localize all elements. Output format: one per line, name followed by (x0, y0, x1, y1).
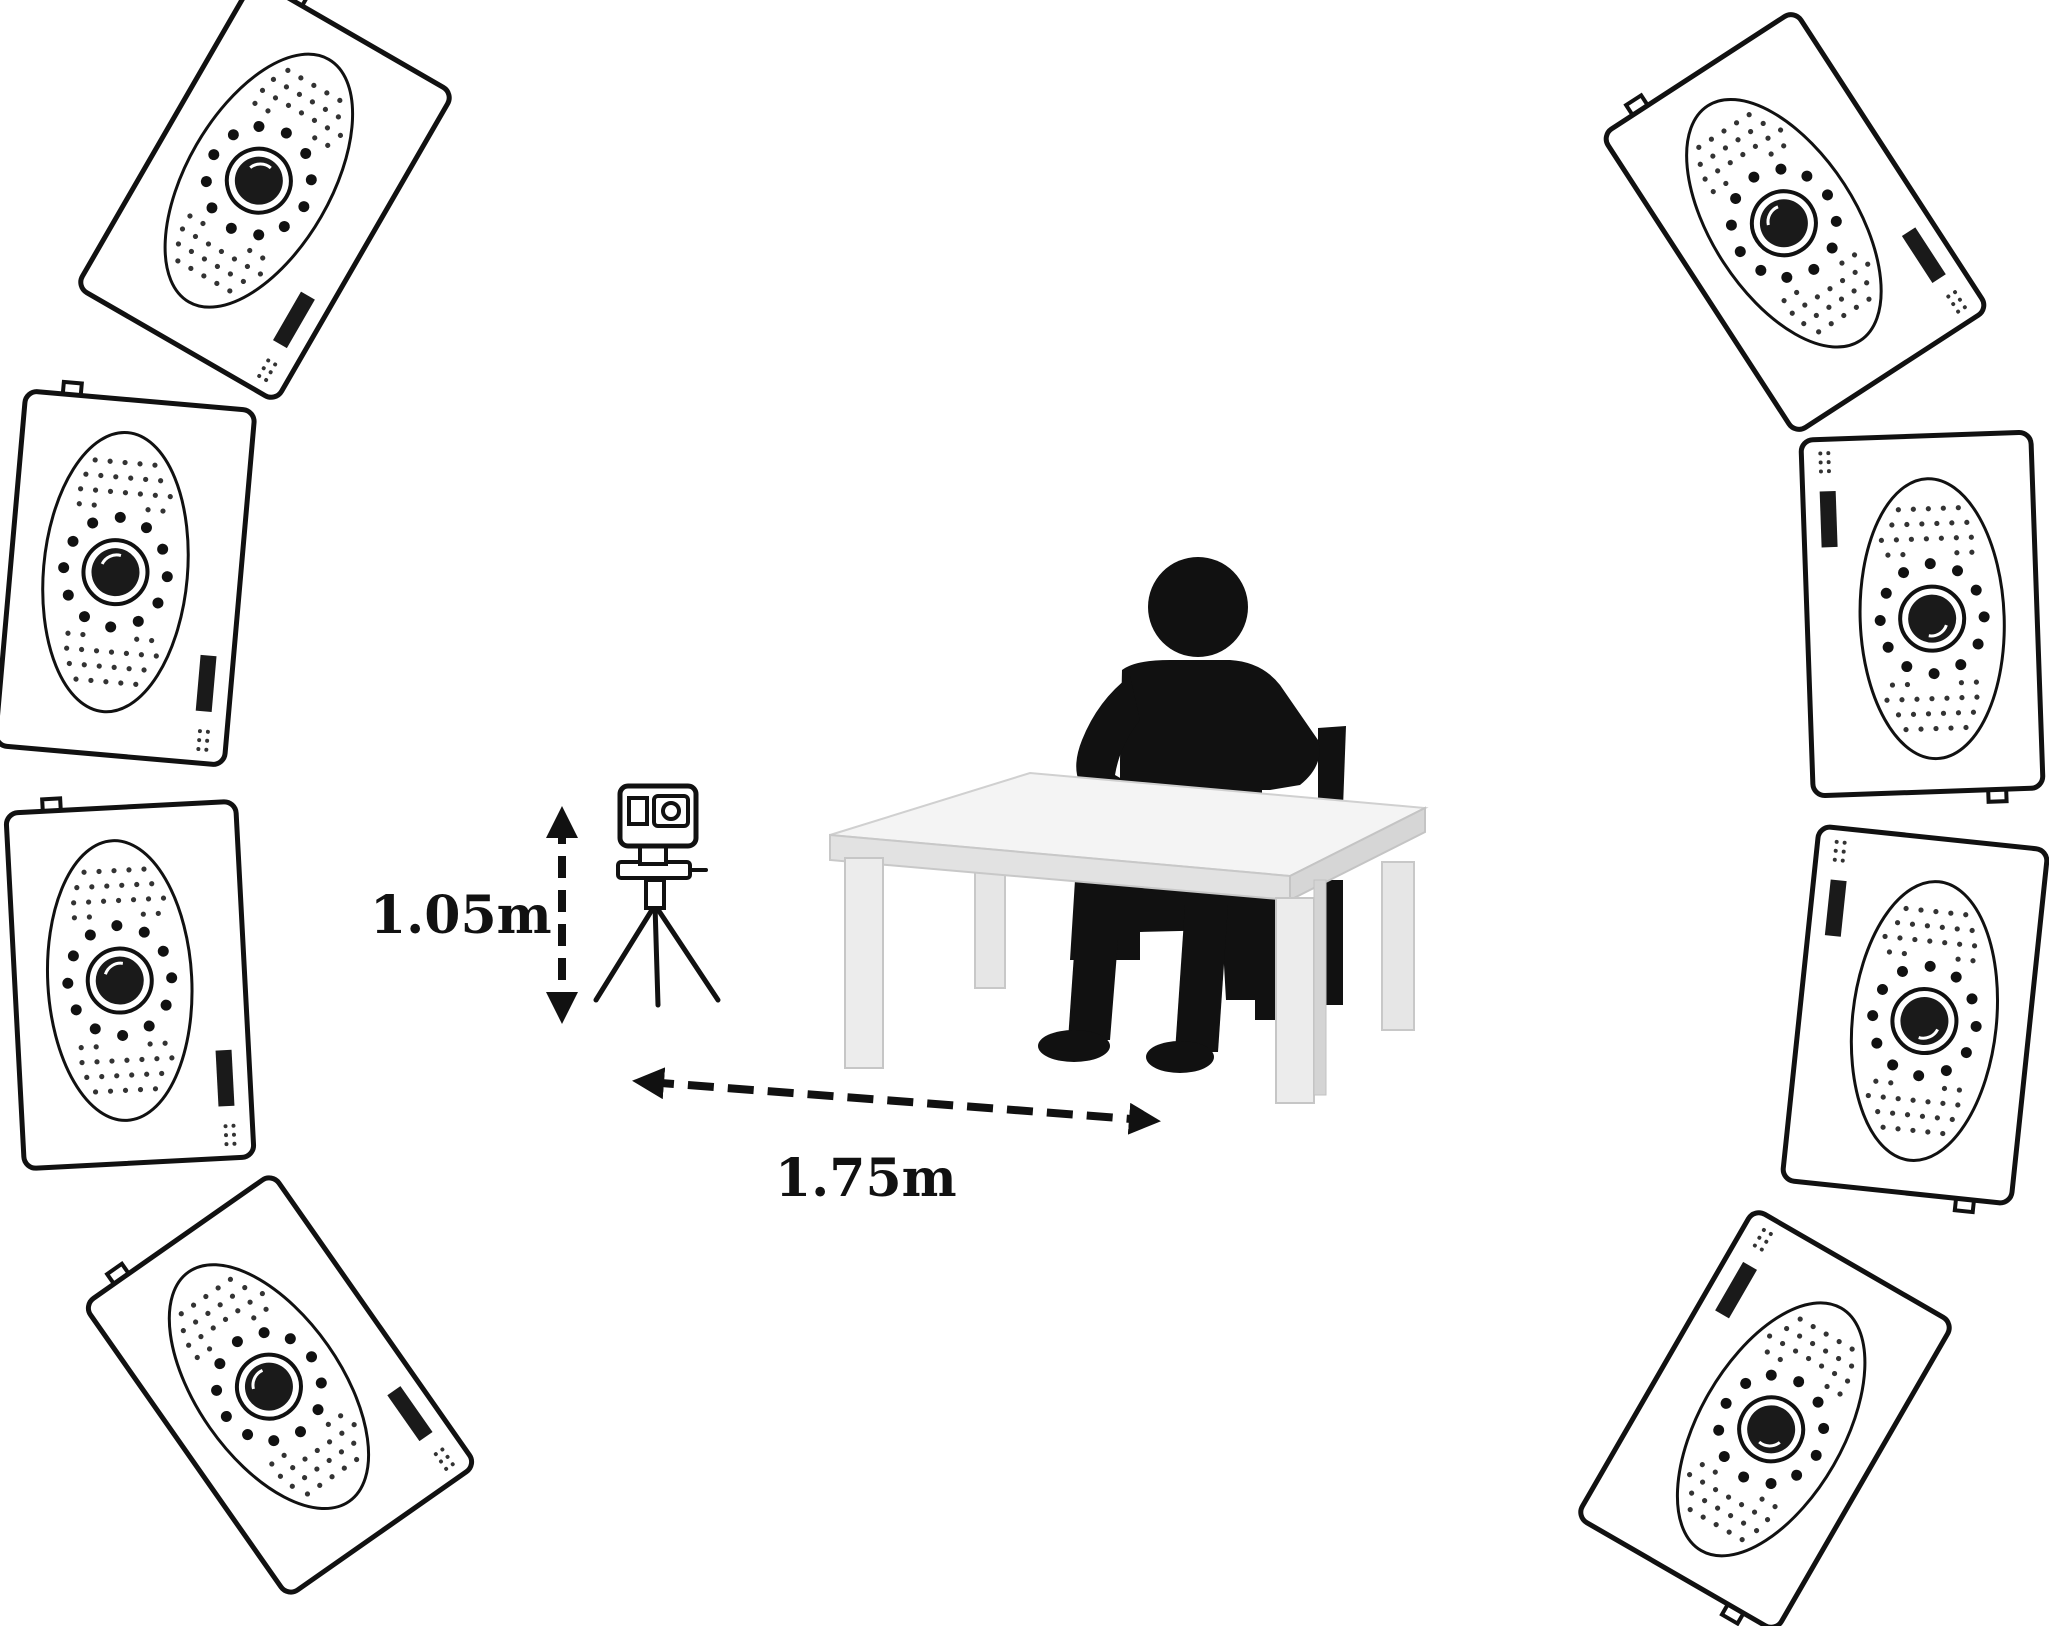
sensor-device-left-1 (76, 0, 459, 402)
action-camera-icon (617, 783, 699, 849)
sensor-device-right-1 (1595, 0, 1988, 434)
sensor-device-right-4 (1570, 1208, 1953, 1626)
distance-dimension-arrow (632, 1067, 1161, 1135)
sensor-device-left-2 (0, 379, 256, 766)
distance-label: 1.75m (775, 1148, 957, 1209)
sensor-device-right-3 (1781, 826, 2048, 1216)
tripod-icon (593, 844, 721, 1008)
height-label: 1.05m (370, 885, 552, 946)
sensor-device-right-2 (1801, 432, 2044, 808)
seated-person-icon (1038, 557, 1320, 1073)
sensor-device-left-3 (5, 789, 254, 1169)
sensor-device-left-4 (77, 1163, 476, 1596)
table-icon (829, 771, 1429, 1104)
